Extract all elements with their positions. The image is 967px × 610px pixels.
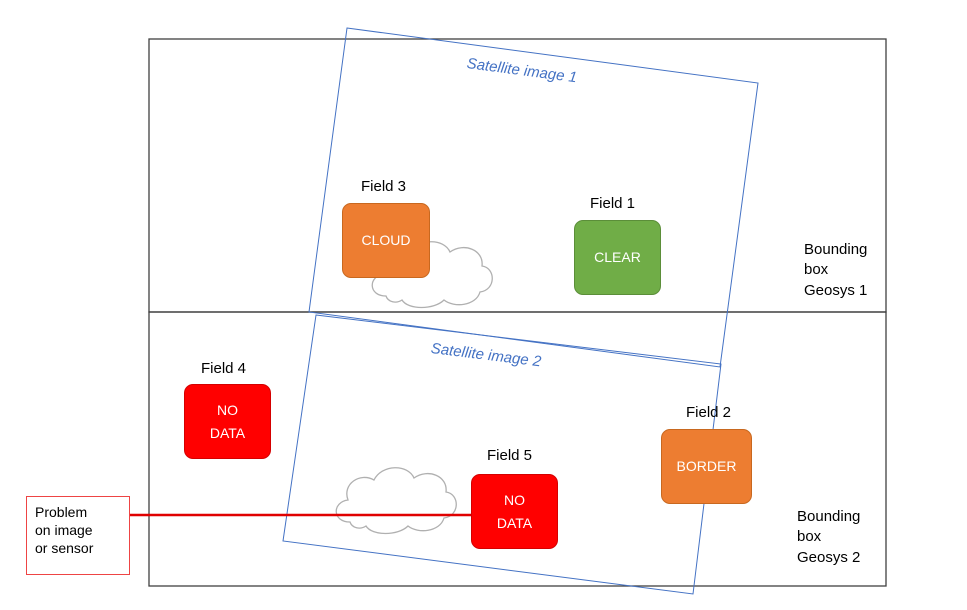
bounding-box-geosys-1 (148, 38, 887, 313)
field-3-title: Field 3 (361, 178, 407, 195)
field-5-status-box: NO DATA (471, 474, 558, 549)
bounding-box-geosys-2-label: Bounding box Geosys 2 (797, 508, 861, 566)
field-4-title: Field 4 (201, 360, 247, 377)
bounding-box-geosys-2 (148, 311, 887, 587)
satellite-image-1-footprint (308, 27, 759, 368)
field-3-status-box: CLOUD (342, 203, 430, 278)
problem-callout: Problem on image or sensor (26, 496, 130, 575)
field-5-title: Field 5 (487, 447, 533, 464)
field-2-title: Field 2 (686, 404, 732, 421)
field-2-status-box: BORDER (661, 429, 752, 504)
field-1-title: Field 1 (590, 195, 636, 212)
field-1-status-box: CLEAR (574, 220, 661, 295)
cloud-icon (335, 467, 457, 535)
satellite-image-2-footprint (282, 314, 722, 595)
bounding-box-geosys-1-label: Bounding box Geosys 1 (804, 241, 868, 299)
field-4-status-box: NO DATA (184, 384, 271, 459)
